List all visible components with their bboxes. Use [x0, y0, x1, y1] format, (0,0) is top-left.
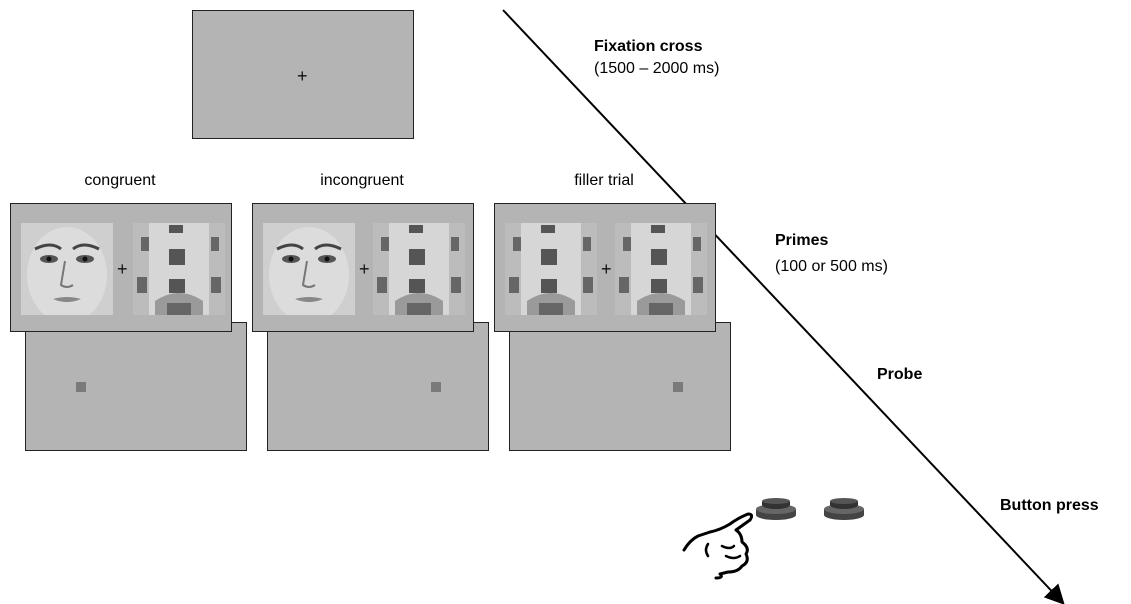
button-icon [824, 498, 864, 520]
fixation-title: Fixation cross [594, 38, 703, 55]
house-image [615, 223, 707, 315]
button-icon [756, 498, 796, 520]
primes-title: Primes [775, 232, 829, 249]
prime-cross: + [601, 259, 612, 279]
condition-label-incongruent: incongruent [320, 172, 404, 189]
probe-dot [431, 382, 441, 392]
probe-title: Probe [877, 366, 923, 383]
probe-dot [673, 382, 683, 392]
hand-pointing-icon [682, 512, 754, 580]
house-image [505, 223, 597, 315]
probe-screen-congruent [25, 322, 247, 451]
probe-dot [76, 382, 86, 392]
condition-label-congruent: congruent [84, 172, 156, 189]
face-image [21, 223, 113, 315]
probe-screen-filler [509, 322, 731, 451]
prime-screen-congruent: + [10, 203, 232, 332]
house-image [133, 223, 225, 315]
probe-screen-incongruent [267, 322, 489, 451]
fixation-screen: + [192, 10, 414, 139]
button-press-title: Button press [1000, 497, 1099, 514]
fixation-cross: + [297, 66, 308, 86]
prime-cross: + [117, 259, 128, 279]
fixation-duration: (1500 – 2000 ms) [594, 60, 720, 77]
prime-screen-filler: + [494, 203, 716, 332]
condition-label-filler: filler trial [574, 172, 634, 189]
face-image [263, 223, 355, 315]
primes-duration: (100 or 500 ms) [775, 258, 888, 275]
house-image [373, 223, 465, 315]
prime-screen-incongruent: + [252, 203, 474, 332]
prime-cross: + [359, 259, 370, 279]
